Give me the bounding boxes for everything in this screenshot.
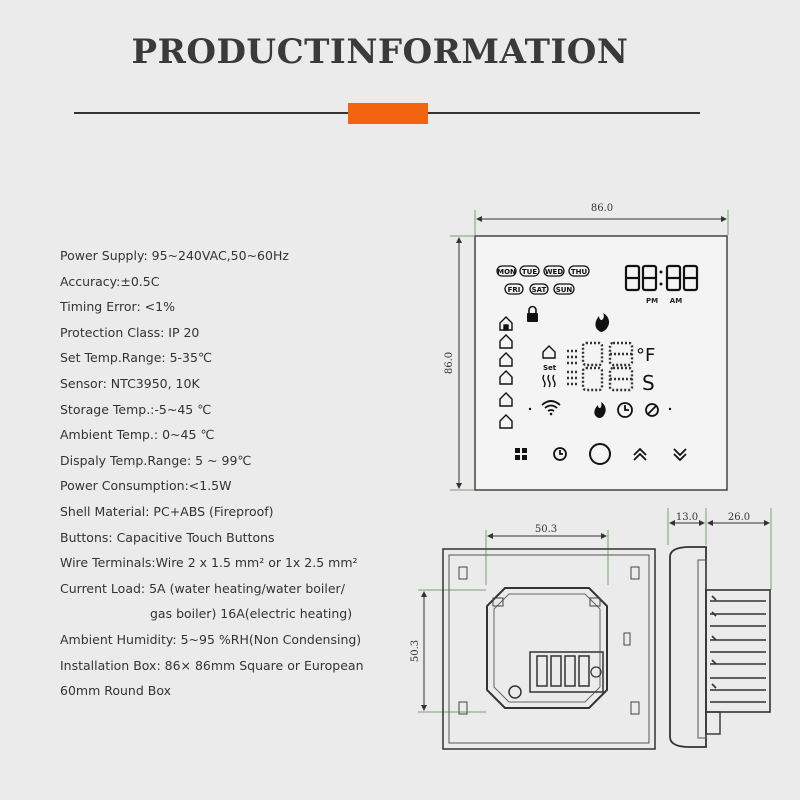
flame-small-icon bbox=[594, 402, 606, 418]
side-fins bbox=[705, 589, 771, 713]
clip-row bbox=[492, 597, 601, 607]
mount-slot bbox=[630, 566, 640, 580]
title-divider-accent bbox=[348, 103, 428, 124]
spec-item: Set Temp.Range: 5-35℃ bbox=[60, 350, 212, 366]
spec-item: Current Load: 5A (water heating/water bo… bbox=[60, 580, 345, 596]
back-width-dimension: 50.3 bbox=[485, 524, 609, 585]
back-plate bbox=[442, 548, 656, 750]
front-width-label: 86.0 bbox=[591, 203, 613, 214]
eco-icon bbox=[645, 403, 659, 417]
status-dot bbox=[668, 407, 672, 411]
spec-item: Wire Terminals:Wire 2 x 1.5 mm² or 1x 2.… bbox=[60, 555, 358, 571]
home-2-icon bbox=[499, 352, 513, 367]
day-thu: THU bbox=[571, 268, 588, 276]
lock-icon bbox=[527, 305, 538, 322]
status-icons-row bbox=[528, 400, 672, 418]
back-height-dimension: 50.3 bbox=[410, 589, 486, 713]
front-view: 86.0 86.0 MON TUE WED THU FRI SAT bbox=[444, 203, 729, 491]
side-notch bbox=[623, 632, 631, 646]
timer-icon bbox=[617, 402, 633, 418]
mount-slot bbox=[630, 701, 640, 715]
clock-display bbox=[624, 264, 699, 292]
front-height-dimension: 86.0 bbox=[444, 235, 474, 491]
clock-am-label: AM bbox=[670, 297, 682, 305]
side-shell bbox=[669, 546, 707, 748]
home-3-icon bbox=[499, 370, 513, 385]
spec-item: Power Supply: 95~240VAC,50~60Hz bbox=[60, 248, 289, 263]
clock-pm-label: PM bbox=[646, 297, 658, 305]
spec-item: gas boiler) 16A(electric heating) bbox=[150, 606, 353, 622]
spec-item: Timing Error: <1% bbox=[60, 299, 175, 315]
wifi-icon bbox=[541, 400, 561, 416]
touch-buttons bbox=[515, 443, 687, 465]
day-mon: MON bbox=[497, 268, 516, 276]
clock-button[interactable] bbox=[553, 447, 567, 461]
day-row-1: MON TUE WED THU bbox=[496, 265, 590, 277]
back-view: 50.3 50.3 bbox=[410, 524, 656, 750]
set-label: Set bbox=[543, 364, 557, 372]
home-indicator-icon bbox=[542, 345, 556, 359]
spec-item: Power Consumption:<1.5W bbox=[60, 478, 232, 494]
temperature-digits bbox=[567, 341, 634, 392]
spec-item: Installation Box: 86× 86mm Square or Eur… bbox=[60, 657, 364, 673]
spec-item: Dispaly Temp.Range: 5 ~ 99℃ bbox=[60, 452, 252, 468]
back-height-label: 50.3 bbox=[410, 640, 421, 662]
unit-c-label: S bbox=[642, 371, 655, 395]
spec-item: Ambient Humidity: 5~95 %RH(Non Condensin… bbox=[60, 631, 362, 647]
spec-item: Sensor: NTC3950, 10K bbox=[60, 375, 200, 391]
spec-item: Shell Material: PC+ABS (Fireproof) bbox=[60, 503, 274, 519]
terminal-block bbox=[529, 651, 604, 693]
side-depth-dimensions: 13.0 26.0 bbox=[667, 508, 772, 590]
spec-item: Accuracy:±0.5C bbox=[60, 273, 160, 289]
front-width-dimension: 86.0 bbox=[474, 203, 729, 235]
day-fri: FRI bbox=[508, 286, 521, 294]
power-button[interactable] bbox=[589, 443, 611, 465]
spec-item: Ambient Temp.: 0~45 ℃ bbox=[60, 427, 215, 443]
day-sat: SAT bbox=[532, 286, 547, 294]
day-wed: WED bbox=[545, 268, 564, 276]
home-4-icon bbox=[499, 392, 513, 407]
side-front-depth-label: 13.0 bbox=[676, 512, 698, 523]
spec-item: Buttons: Capacitive Touch Buttons bbox=[60, 529, 275, 545]
spec-item: Storage Temp.:-5~45 ℃ bbox=[60, 401, 212, 417]
mount-slot bbox=[458, 701, 468, 715]
day-tue: TUE bbox=[522, 268, 537, 276]
day-row-2: FRI SAT SUN bbox=[504, 283, 575, 295]
front-height-label: 86.0 bbox=[444, 352, 455, 374]
home-1-icon bbox=[499, 334, 513, 349]
side-view: 13.0 26.0 bbox=[667, 508, 772, 748]
mode-button[interactable] bbox=[515, 448, 527, 460]
spec-item: Protection Class: IP 20 bbox=[60, 324, 200, 340]
page-title: PRODUCTINFORMATION bbox=[131, 32, 629, 72]
flame-icon bbox=[595, 313, 610, 332]
back-plate-inner bbox=[448, 554, 650, 744]
up-button[interactable] bbox=[633, 447, 647, 461]
back-housing bbox=[486, 587, 608, 709]
home-icon bbox=[499, 316, 513, 331]
day-sun: SUN bbox=[556, 286, 573, 294]
back-width-label: 50.3 bbox=[535, 524, 557, 535]
side-back-depth-label: 26.0 bbox=[728, 512, 750, 523]
mount-slot bbox=[458, 566, 468, 580]
sensor-hole bbox=[508, 685, 522, 699]
unit-f-label: °F bbox=[636, 345, 655, 366]
home-5-icon bbox=[499, 414, 513, 429]
status-dot bbox=[528, 407, 532, 411]
heating-icon bbox=[542, 374, 556, 388]
mode-icons-column bbox=[499, 316, 513, 429]
spec-item: 60mm Round Box bbox=[60, 683, 171, 699]
spec-list: Power Supply: 95~240VAC,50~60Hz Accuracy… bbox=[60, 243, 390, 704]
down-button[interactable] bbox=[673, 448, 687, 462]
